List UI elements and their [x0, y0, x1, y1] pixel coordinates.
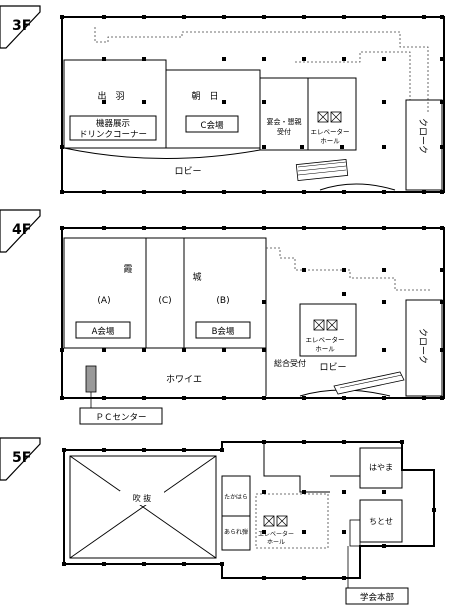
cloak-label-4f: クローク [417, 328, 428, 364]
pc-center-box [79, 407, 163, 425]
room-ararenami [221, 515, 251, 551]
elevator-label-5f-1: エレベーター [258, 530, 294, 538]
floor-label-3f: 3F [12, 18, 31, 34]
escalator-3f [295, 158, 349, 182]
room-label-chitose: ちとせ [369, 517, 393, 526]
pc-center-marker [85, 365, 97, 393]
floor-label-4f: 4F [12, 222, 31, 238]
lobby-label-3f: ロビー [174, 166, 201, 177]
hall-c-label: C会場 [201, 120, 224, 131]
floor-4f: 4F [0, 209, 445, 425]
hall-b-label: B会場 [212, 326, 235, 337]
room-label-c: (C) [158, 296, 171, 306]
outer-wall-4f [61, 227, 445, 399]
room-c [145, 237, 185, 349]
floor-label-5f: 5F [12, 450, 31, 466]
elevator-hall-5f [255, 493, 329, 549]
banquet-label-1: 宴会・懇親 [267, 117, 302, 126]
escalator-4f [333, 371, 405, 395]
cloak-label-3f: クローク [417, 118, 428, 154]
banquet-label-2: 受付 [277, 127, 291, 136]
elevator-label-3f-2: ホール [320, 137, 340, 145]
hall-a-label-box [75, 321, 131, 339]
floor-label-badge-3f [0, 5, 41, 49]
elevator-label-4f-1: エレベーター [306, 335, 345, 344]
room-banquet-reception [259, 77, 309, 151]
columns-3f [60, 15, 444, 194]
columns-5f [62, 440, 436, 580]
room-label-asahi: 朝 日 [191, 91, 218, 102]
room-label-ararenami: あられ弾 [224, 528, 248, 536]
room-asahi [165, 69, 261, 149]
room-label-hayama: はやま [369, 463, 393, 472]
atrium-area [69, 455, 217, 559]
pc-center-label: ＰＣセンター [95, 413, 146, 423]
elevator-icons-4f [313, 319, 338, 331]
hall-c-label-box [185, 115, 239, 133]
exhibit-label-1: 機器展示 [96, 118, 130, 129]
floor-5f: 5F [0, 437, 436, 605]
room-label-dewa: 出 羽 [97, 90, 124, 102]
elevator-label-3f-1: エレベーター [311, 127, 350, 136]
elevator-icons-5f [263, 515, 288, 527]
elevator-icons-3f [317, 111, 342, 123]
reception-label: 総合受付 [274, 358, 306, 368]
hq-label: 学会本部 [360, 592, 395, 603]
room-label-a: (A) [97, 296, 110, 306]
elevator-label-4f-2: ホール [315, 345, 335, 353]
room-label-takahara: たかはら [224, 494, 248, 501]
exhibit-label-box [69, 115, 157, 141]
hq-label-box [345, 587, 409, 605]
exhibit-label-2: ドリンクコーナー [79, 130, 147, 140]
elevator-label-5f-2: ホール [267, 539, 285, 546]
floor-label-badge-5f [0, 437, 41, 481]
room-label-kasumi: 霞 [123, 264, 132, 275]
atrium-label: 吹 抜 [133, 493, 152, 503]
room-label-shiro: 城 [192, 272, 201, 283]
floor-3f: 3F [0, 5, 445, 194]
floor-label-badge-4f [0, 209, 41, 253]
hall-a-label: A会場 [92, 326, 115, 337]
columns-4f [60, 226, 444, 400]
hall-b-label-box [195, 321, 251, 339]
room-label-b: (B) [216, 296, 229, 306]
room-hayama [359, 447, 403, 489]
elevator-hall-3f [307, 77, 357, 151]
elevator-hall-4f [299, 303, 357, 357]
lobby-label-4f: ロビー [319, 362, 346, 373]
foyer-label: ホワイエ [166, 374, 202, 385]
outer-wall-3f [61, 16, 445, 193]
